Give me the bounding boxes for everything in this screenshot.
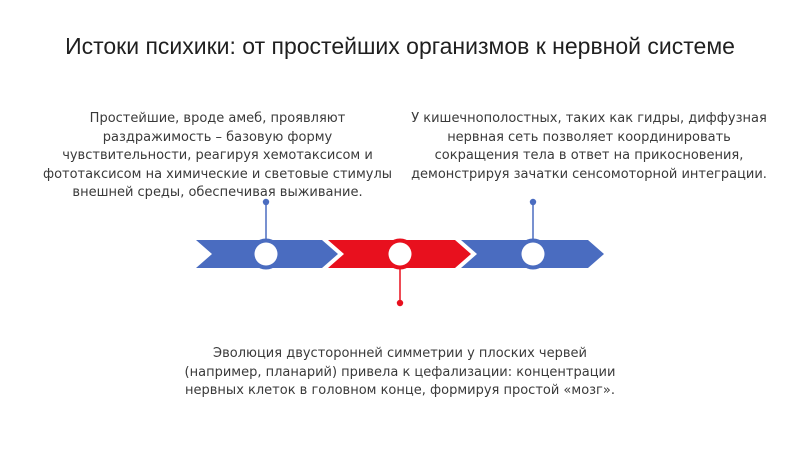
caption-flatworms: Эволюция двусторонней симметрии у плоски…	[184, 346, 616, 399]
milestone-ring-left	[250, 238, 282, 270]
slide-title: Истоки психики: от простейших организмов…	[65, 33, 735, 59]
milestone-ring-center	[384, 238, 416, 270]
caption-cnidarians: У кишечнополостных, таких как гидры, диф…	[411, 111, 767, 182]
connector-pin-left	[262, 198, 270, 240]
connector-pin-right	[529, 198, 537, 240]
milestone-ring-right	[517, 238, 549, 270]
caption-protozoa: Простейшие, вроде амеб, проявляют раздра…	[42, 111, 393, 201]
connector-pin-center	[396, 268, 404, 307]
